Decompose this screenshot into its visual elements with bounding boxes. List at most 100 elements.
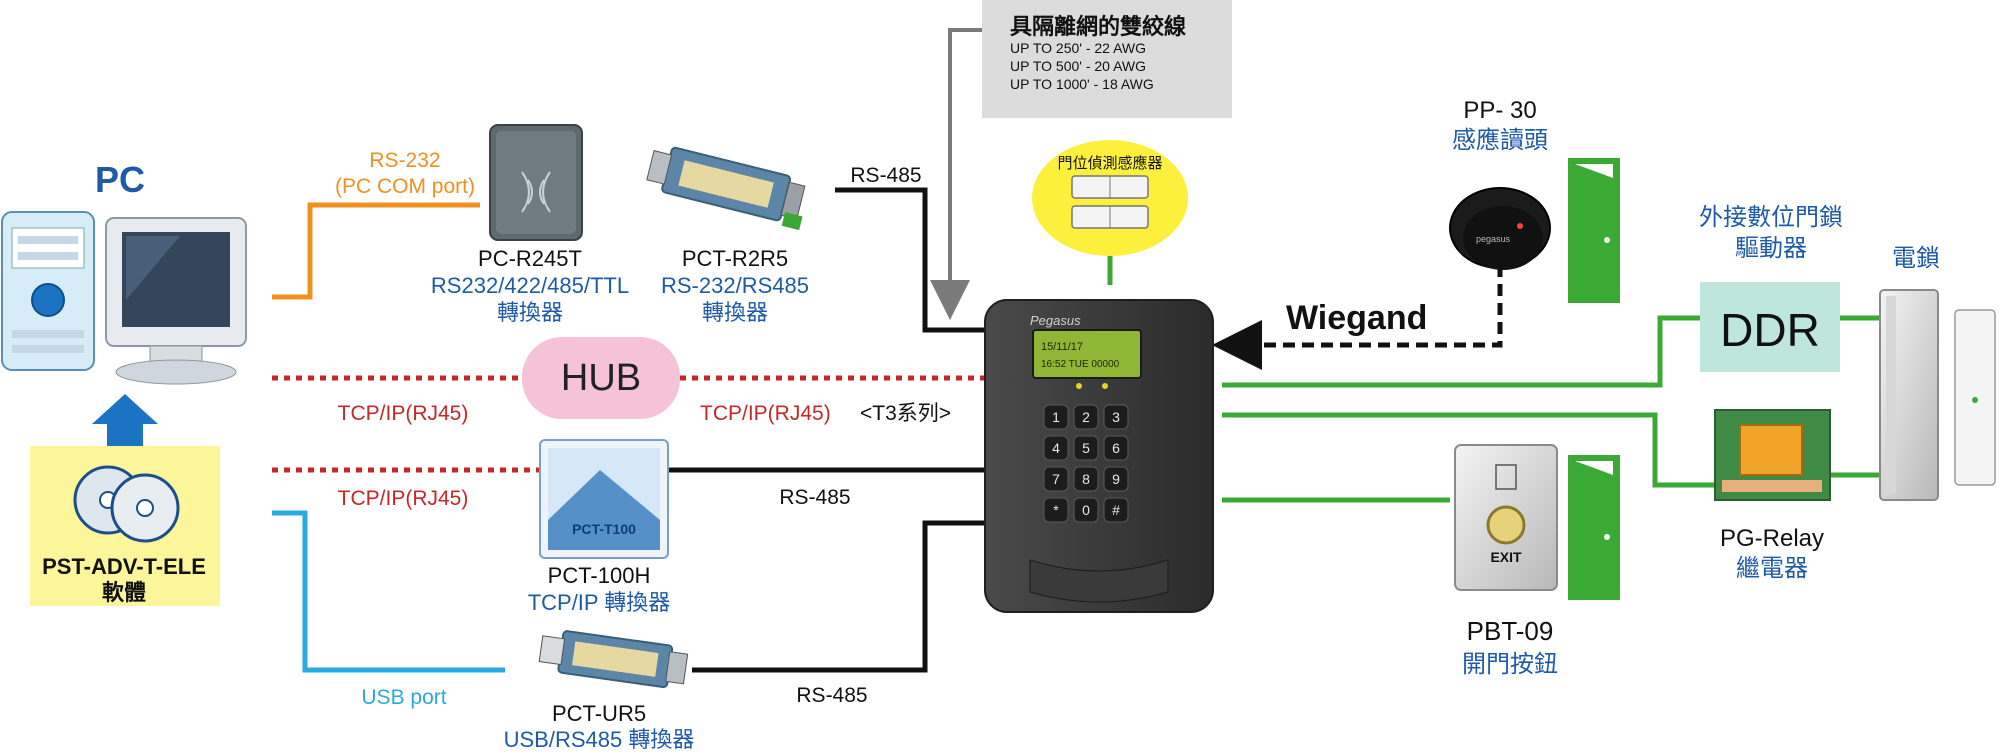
link-labels: RS-232 (PC COM port) RS-485 TCP/IP(RJ45)… xyxy=(335,149,1427,709)
cable-note: 具隔離網的雙絞線 UP TO 250' - 22 AWG UP TO 500' … xyxy=(982,0,1232,118)
tcpip-left2-label: TCP/IP(RJ45) xyxy=(338,487,469,510)
keypad-key: 2 xyxy=(1073,404,1099,430)
ddr-label: DDR xyxy=(1720,304,1820,356)
ddr-title: 外接數位門鎖 xyxy=(1699,204,1843,231)
keypad-key-label: 2 xyxy=(1082,409,1090,425)
rs232-sub-label: (PC COM port) xyxy=(335,175,475,198)
rs485-top-label: RS-485 xyxy=(850,164,921,187)
pp30-desc: 感應讀頭 xyxy=(1452,127,1548,154)
keypad-key: * xyxy=(1043,497,1069,523)
keypad-key-label: 6 xyxy=(1112,440,1120,456)
t3-series-label: <T3系列> xyxy=(860,402,951,425)
keypad-key: 0 xyxy=(1073,497,1099,523)
pct-100h-label: PCT-T100 xyxy=(572,521,636,537)
keypad-key: 9 xyxy=(1103,466,1129,492)
door-sensor-label: 門位偵測感應器 xyxy=(1057,154,1162,172)
controller-lcd-line2: 16:52 TUE 00000 xyxy=(1041,359,1120,370)
pc-r245t-name: PC-R245T xyxy=(478,246,582,271)
cable-note-line2: UP TO 500' - 20 AWG xyxy=(1010,58,1146,74)
elock-title: 電鎖 xyxy=(1892,245,1940,272)
cable-note-arrow xyxy=(930,28,982,320)
pg-relay-name: PG-Relay xyxy=(1720,525,1824,552)
pct-r2r5-desc-2: 轉換器 xyxy=(702,300,768,325)
door-icon-top xyxy=(1568,158,1620,303)
hub-node: HUB xyxy=(522,337,680,419)
keypad-key-label: # xyxy=(1112,502,1120,518)
keypad-key: 4 xyxy=(1043,435,1069,461)
rs485-top-line xyxy=(835,187,985,333)
keypad-key-label: * xyxy=(1053,502,1059,518)
keypad-key-label: 0 xyxy=(1082,502,1090,518)
install-arrow-icon xyxy=(92,394,158,447)
keypad-key-label: 8 xyxy=(1082,471,1090,487)
rfid-wave-icon xyxy=(521,171,551,213)
pct-r2r5-desc: RS-232/RS485 xyxy=(661,273,809,298)
pp30-reader: PP- 30 感應讀頭 pegasus xyxy=(1449,97,1551,270)
controller-keypad: 1 2 3 4 5 6 7 8 9 * 0 # xyxy=(1043,404,1129,523)
tcpip-right-label: TCP/IP(RJ45) xyxy=(700,402,831,425)
cable-note-line1: UP TO 250' - 22 AWG xyxy=(1010,40,1146,56)
keypad-key: 6 xyxy=(1103,435,1129,461)
keypad-key-label: 5 xyxy=(1082,440,1090,456)
controller-brand: Pegasus xyxy=(1030,313,1081,328)
pct-ur5-device: PCT-UR5 USB/RS485 轉換器 xyxy=(504,630,695,752)
cd-icon xyxy=(73,465,180,543)
rs485-mid-label: RS-485 xyxy=(779,486,850,509)
keypad-key: 1 xyxy=(1043,404,1069,430)
rs232-label: RS-232 xyxy=(369,149,440,172)
relay-output-line xyxy=(1222,412,1715,488)
pp30-name: PP- 30 xyxy=(1463,97,1536,124)
software-name-2: 軟體 xyxy=(102,580,146,605)
hub-label: HUB xyxy=(561,357,641,399)
pbt09-exit-label: EXIT xyxy=(1490,549,1522,565)
electric-lock: 電鎖 xyxy=(1879,245,1996,501)
pct-ur5-name: PCT-UR5 xyxy=(552,701,646,726)
tcpip-left-label: TCP/IP(RJ45) xyxy=(338,402,469,425)
keypad-key-label: 4 xyxy=(1052,440,1060,456)
keypad-key-label: 7 xyxy=(1052,471,1060,487)
pbt09-exit-button: EXIT PBT-09 開門按鈕 xyxy=(1454,444,1558,678)
keypad-key: 5 xyxy=(1073,435,1099,461)
ddr-module: 外接數位門鎖 驅動器 DDR xyxy=(1699,204,1843,372)
rs485-bottom-label: RS-485 xyxy=(796,684,867,707)
rs232-line xyxy=(272,202,480,300)
connection-lines xyxy=(272,28,1880,673)
cable-note-title: 具隔離網的雙絞線 xyxy=(1010,14,1186,39)
usb-port-label: USB port xyxy=(361,686,446,709)
pct-r2r5-name: PCT-R2R5 xyxy=(682,246,788,271)
pct-r2r5-device: PCT-R2R5 RS-232/RS485 轉換器 xyxy=(646,146,809,325)
software-name: PST-ADV-T-ELE xyxy=(42,554,206,579)
door-icon-bottom xyxy=(1568,455,1620,600)
usb-line xyxy=(272,510,505,673)
keypad-key: 7 xyxy=(1043,466,1069,492)
pc-title: PC xyxy=(95,159,145,200)
pct-100h-device: PCT-T100 PCT-100H TCP/IP 轉換器 xyxy=(528,439,671,615)
pc-group: PC xyxy=(1,159,247,447)
pc-monitor xyxy=(105,217,247,385)
keypad-key: 8 xyxy=(1073,466,1099,492)
ddr-output-line xyxy=(1222,315,1700,388)
keypad-key: # xyxy=(1103,497,1129,523)
controller-lcd-line1: 15/11/17 xyxy=(1041,341,1083,353)
pc-r245t-desc: RS232/422/485/TTL xyxy=(431,273,629,298)
ddr-title-2: 驅動器 xyxy=(1735,235,1807,262)
pc-r245t-device: PC-R245T RS232/422/485/TTL 轉換器 xyxy=(431,124,629,325)
pg-relay-module: PG-Relay 繼電器 xyxy=(1714,409,1831,582)
wiegand-line xyxy=(1212,265,1503,370)
keypad-key: 3 xyxy=(1103,404,1129,430)
keypad-key-label: 3 xyxy=(1112,409,1120,425)
keypad-key-label: 9 xyxy=(1112,471,1120,487)
keypad-key-label: 1 xyxy=(1052,409,1060,425)
pct-100h-name: PCT-100H xyxy=(548,563,651,588)
pbt09-desc: 開門按鈕 xyxy=(1462,651,1558,678)
access-controller: Pegasus 15/11/17 16:52 TUE 00000 1 2 3 4 5 6 7… xyxy=(984,299,1214,613)
pc-tower xyxy=(1,211,95,371)
pg-relay-desc: 繼電器 xyxy=(1736,555,1808,582)
rs485-bottom-line xyxy=(692,520,985,673)
pct-ur5-desc: USB/RS485 轉換器 xyxy=(504,727,695,752)
pbt09-name: PBT-09 xyxy=(1467,616,1554,646)
pc-r245t-desc-2: 轉換器 xyxy=(497,300,563,325)
pct-100h-desc: TCP/IP 轉換器 xyxy=(528,590,671,615)
cable-note-line3: UP TO 1000' - 18 AWG xyxy=(1010,76,1154,92)
